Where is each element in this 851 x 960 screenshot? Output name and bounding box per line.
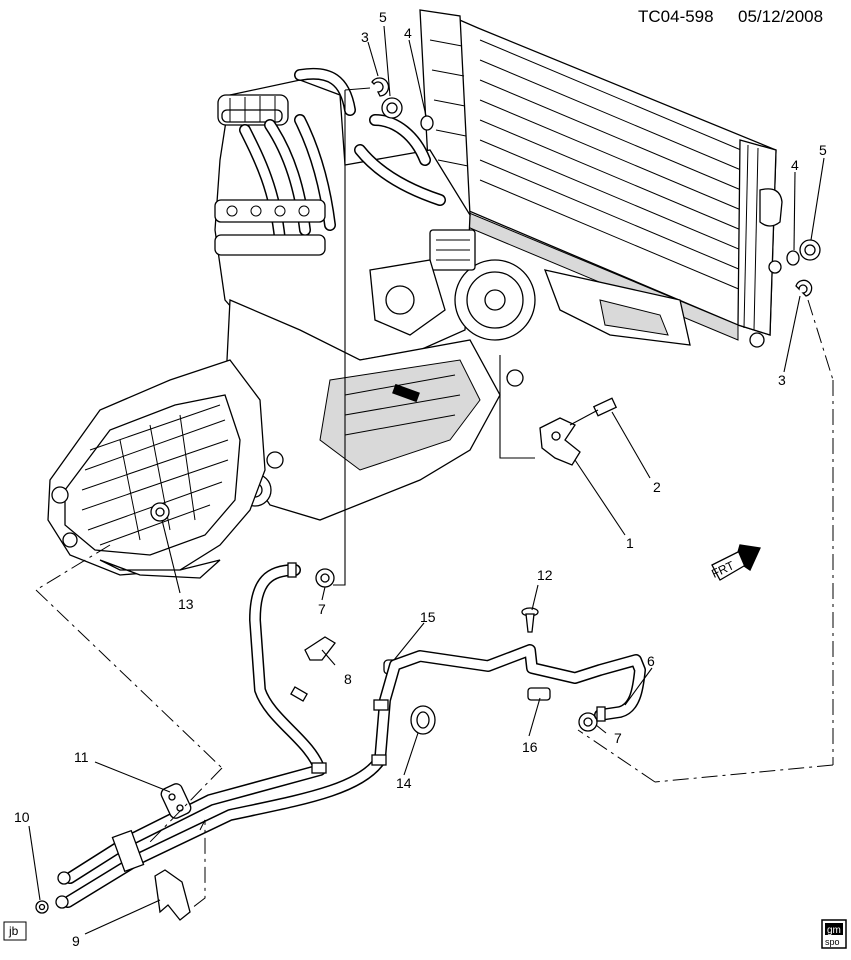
callout-9: 9	[72, 933, 80, 949]
callout-13: 13	[178, 596, 194, 612]
radiator	[419, 9, 783, 348]
callout-6: 6	[647, 653, 655, 669]
callout-2: 2	[653, 479, 661, 495]
push-pin-12	[521, 607, 539, 633]
gm-spo-badge: gm spo	[821, 919, 847, 949]
engine-assembly	[214, 67, 536, 521]
callout-11: 11	[74, 749, 89, 765]
leader-lines	[28, 25, 825, 935]
callout-numbers: 1 2 3 3 4 4 5 5 6 7 7 8 9 10 11 12 13 14…	[14, 9, 827, 949]
svg-text:gm: gm	[827, 925, 841, 936]
callout-5-right: 5	[819, 142, 827, 158]
callout-3-upper: 3	[361, 29, 369, 45]
diagram-code: TC04-598	[638, 7, 714, 26]
callout-10: 10	[14, 809, 30, 825]
grommet-7-right	[578, 712, 598, 732]
svg-text:jb: jb	[8, 924, 19, 938]
clip-3-upper	[371, 77, 390, 97]
callout-14: 14	[396, 775, 412, 791]
bracket-9	[154, 869, 191, 921]
transmission-cooler-lines	[55, 562, 646, 909]
callout-16: 16	[522, 739, 538, 755]
grommet-7-upper	[315, 568, 335, 588]
callout-7-right: 7	[614, 730, 622, 746]
callout-1: 1	[626, 535, 634, 551]
nut-5-upper	[381, 97, 403, 119]
seal-4-upper	[420, 115, 434, 131]
fitting-14	[410, 705, 436, 735]
clip-3-right	[795, 279, 813, 297]
callout-8: 8	[344, 671, 352, 687]
callout-4-right: 4	[791, 157, 799, 173]
svg-text:spo: spo	[825, 937, 840, 947]
callout-15: 15	[420, 609, 436, 625]
bolt-10	[35, 900, 49, 914]
front-direction-arrow: FRT	[709, 544, 761, 581]
callout-3-right: 3	[778, 372, 786, 388]
diagram-date: 05/12/2008	[738, 7, 823, 26]
clip-16	[527, 687, 551, 701]
callout-12: 12	[537, 567, 553, 583]
bracket-1	[539, 417, 581, 466]
transmission	[47, 359, 266, 579]
bracket-11	[160, 783, 192, 819]
clip-8	[304, 636, 336, 661]
nut-5-right	[799, 239, 821, 261]
dashed-connection-lines	[35, 299, 834, 909]
jb-badge: jb	[3, 921, 27, 941]
seal-4-right	[786, 250, 800, 266]
callout-7-upper: 7	[318, 601, 326, 617]
callout-5-upper: 5	[379, 9, 387, 25]
callout-4-upper: 4	[404, 25, 412, 41]
bolt-2	[569, 397, 618, 426]
